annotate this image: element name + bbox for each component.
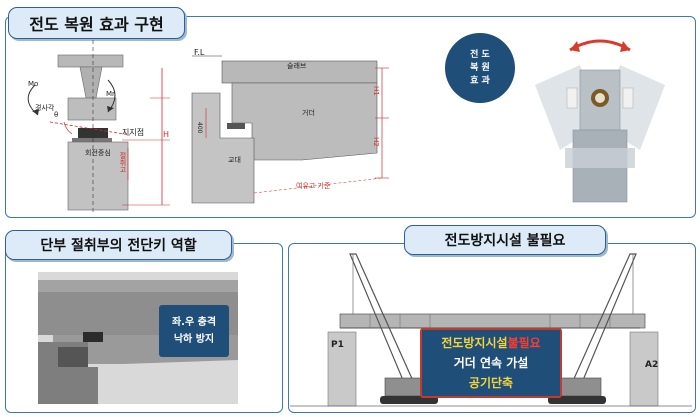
h2-label: H2 [372,137,380,147]
callout-row-1: 전도방지시설불필요 [441,333,540,353]
mo-label: Mo [28,80,39,88]
crane-erection-diagram [290,253,692,407]
pier-p1-label: P1 [331,340,344,350]
bottom-right-title: 전도방지시설 불필요 [404,225,606,255]
abutment-elevation-diagram [191,55,389,204]
rotation-illustration [535,39,665,203]
badge-line-2: 복 원 [470,62,490,73]
cut-height-label: 절취고 [119,152,127,173]
bottom-left-title: 단부 절취부의 전단키 역할 [5,230,232,260]
shear-key-callout: 좌.우 충격 낙하 방지 [159,305,229,357]
h-label: H [163,130,170,139]
angle-label: 경사각 [35,104,55,112]
top-section-title: 전도 복원 효과 구현 [8,7,185,39]
restoration-effect-badge: 전 도 복 원 효 과 [445,33,515,103]
h1-label: H1 [372,86,380,96]
mr-label: Mr [106,90,115,98]
callout-text-red: 불필요 [507,336,541,350]
callout-line-1: 좌.우 충격 [171,317,217,328]
fl-label: F.L [194,48,205,57]
pier-section-diagram [27,40,170,215]
callout-line-2: 낙하 방지 [173,334,215,345]
callout-row-3: 공기단축 [468,376,514,390]
theta-label: θ [54,111,59,119]
abutment-label: 교대 [228,156,241,164]
no-overturn-device-callout: 전도방지시설불필요 거더 연속 가설 공기단축 [420,328,562,398]
callout-text-normal: 전도방지시설 [441,336,508,350]
dim-400-label: 400 [196,122,203,134]
pier-a2-label: A2 [645,360,659,370]
slab-label: 슬래브 [287,62,307,70]
callout-row-2: 거더 연속 가설 [453,356,529,370]
rotation-center-label: 회전중심 [85,149,111,157]
support-point-label: 지지점 [122,128,145,137]
girder-label: 거더 [302,109,315,117]
badge-line-3: 효 과 [470,75,490,86]
clearance-label: 여유고 기준 [296,182,331,190]
badge-line-1: 전 도 [470,49,490,60]
